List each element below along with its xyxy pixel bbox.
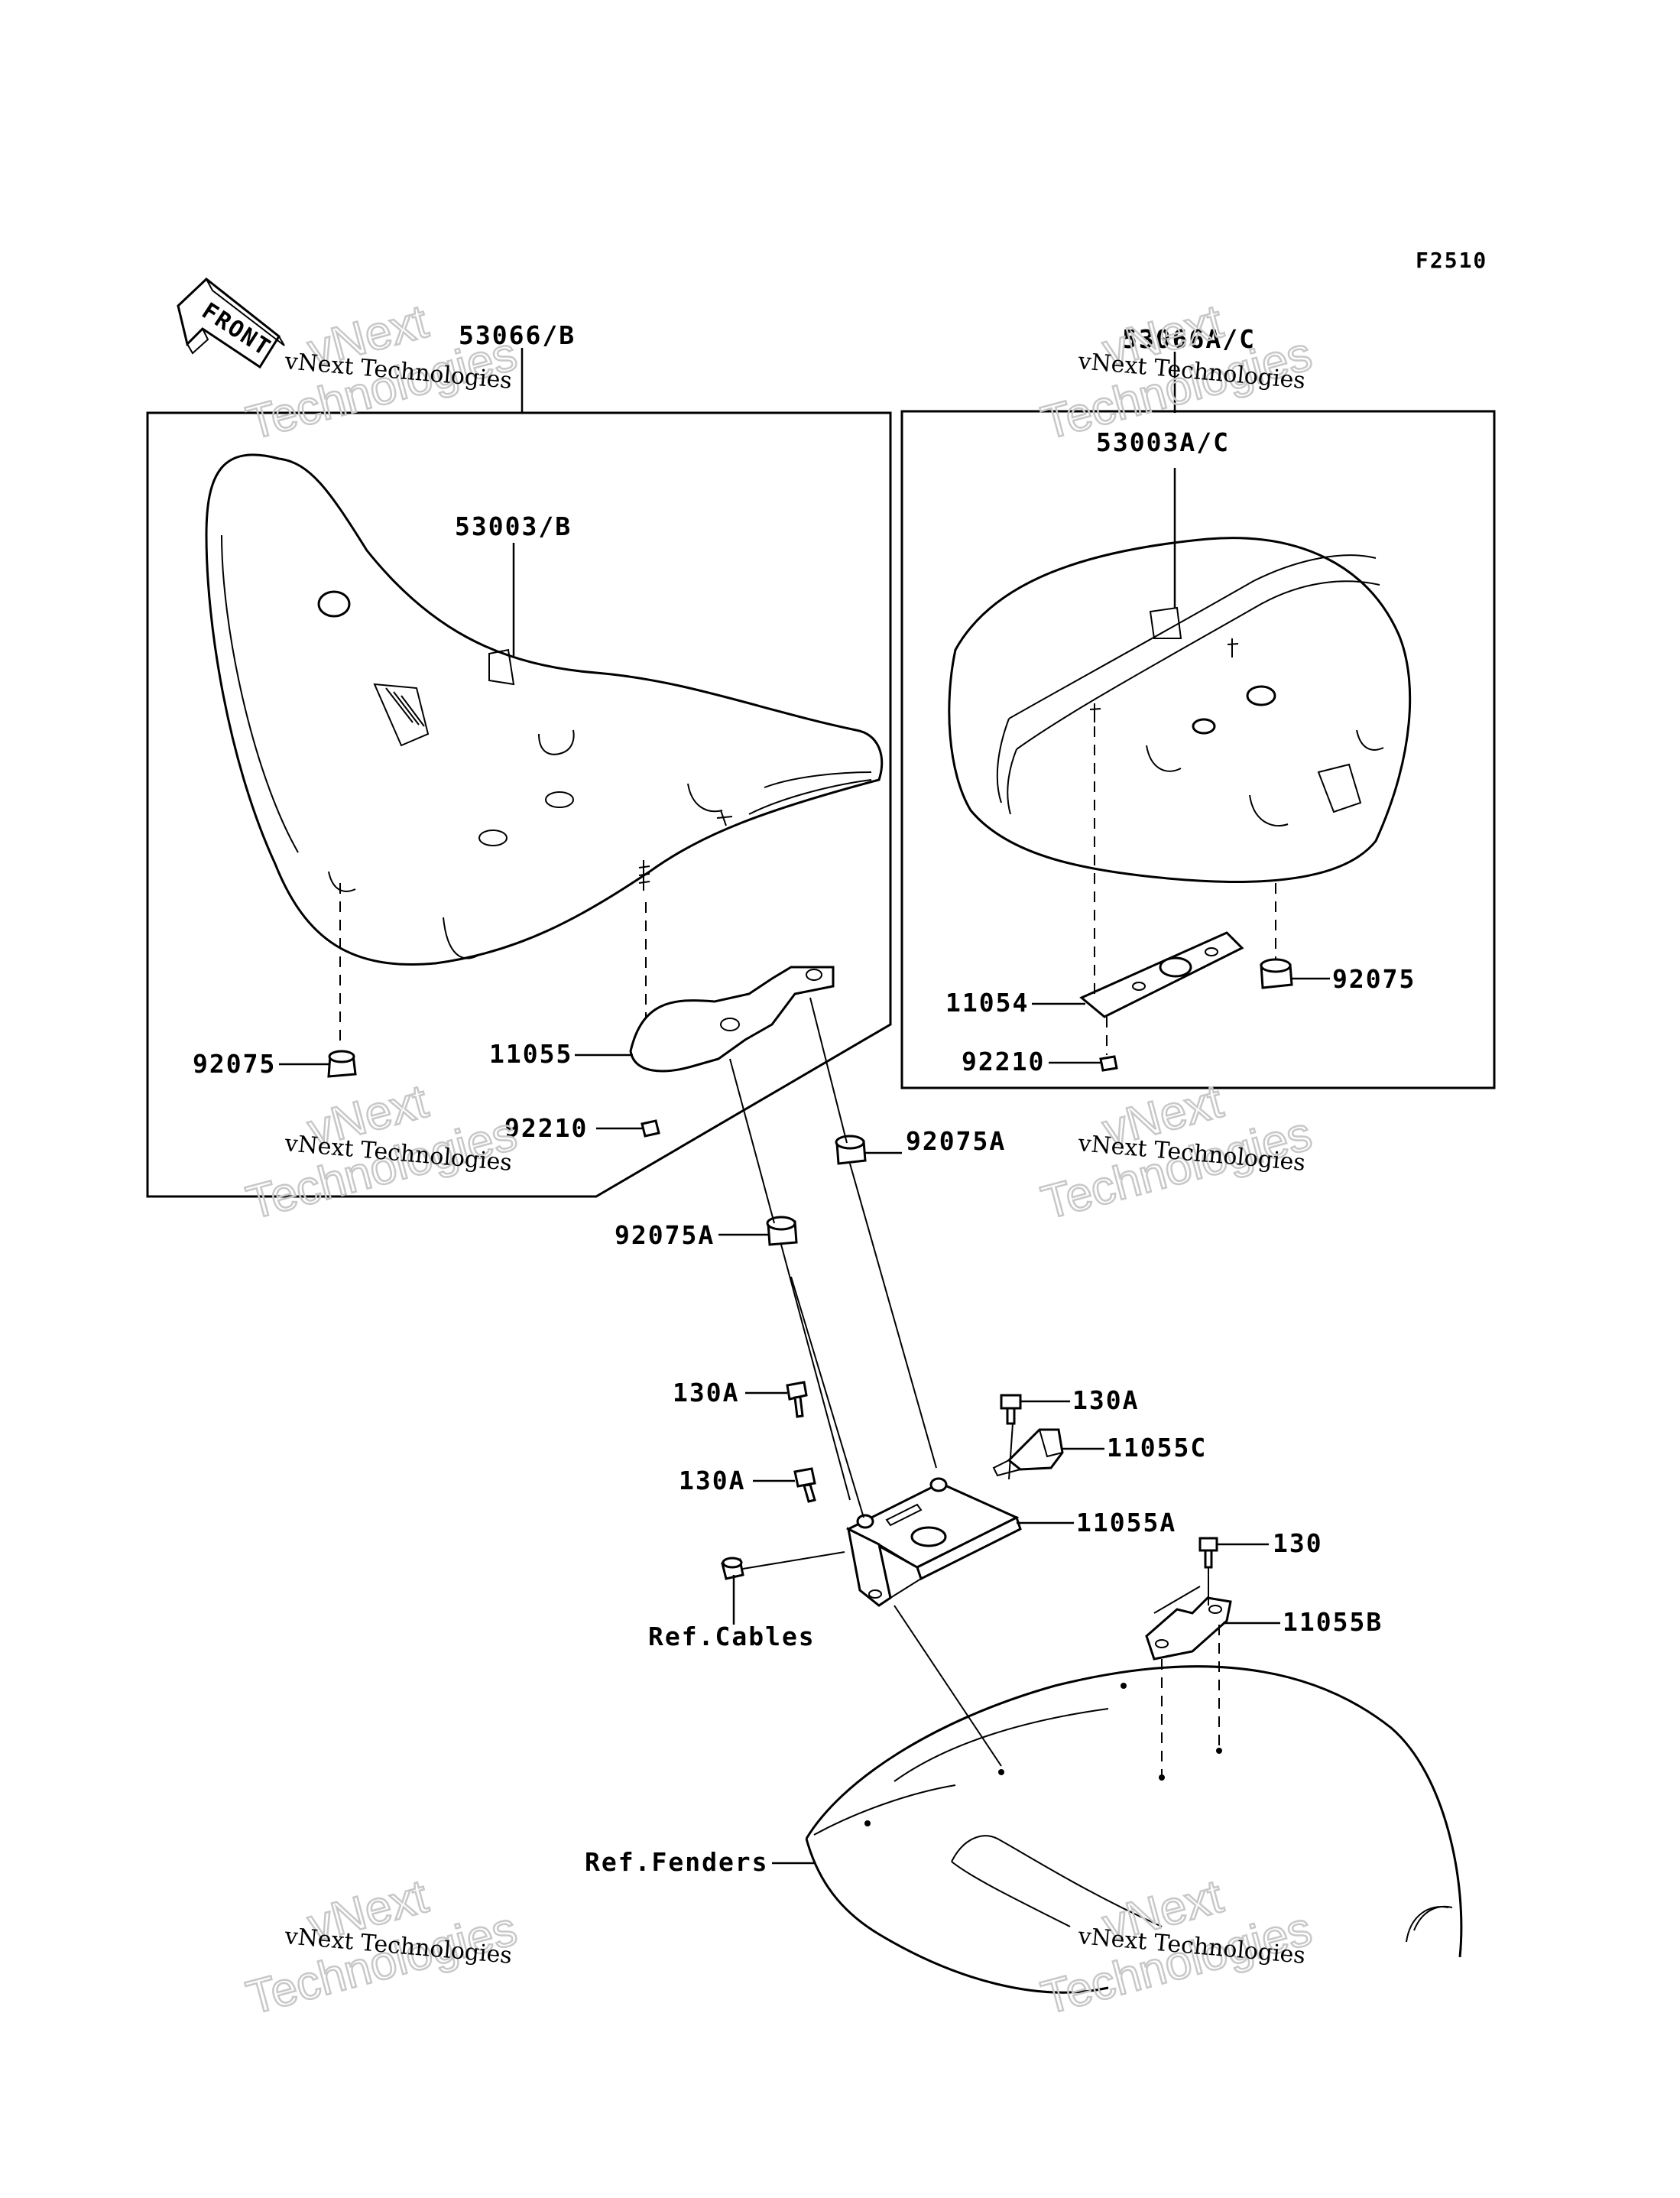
rear-bracket-11054-icon bbox=[1079, 931, 1244, 1018]
label-92210-front: 92210 bbox=[504, 1113, 588, 1143]
cable-bolt-icon bbox=[721, 1557, 744, 1580]
label-ref-cables: Ref.Cables bbox=[648, 1622, 816, 1651]
label-130a-mid: 130A bbox=[679, 1466, 745, 1495]
damper-92075a-right-icon bbox=[835, 1135, 867, 1165]
front-nut-92210-icon bbox=[641, 1119, 660, 1138]
figure-code: F2510 bbox=[1416, 248, 1487, 273]
label-11055c: 11055C bbox=[1107, 1433, 1207, 1463]
watermark-mid-left: vNext Technologies vNext Technologies bbox=[241, 1074, 524, 1231]
label-11055: 11055 bbox=[489, 1039, 572, 1069]
watermark-mid-right: vNext Technologies vNext Technologies bbox=[1036, 1074, 1318, 1231]
label-53003a-c: 53003A/C bbox=[1096, 427, 1230, 457]
watermark-bottom-right: vNext Technologies vNext Technologies bbox=[1036, 1869, 1318, 2026]
fender-icon bbox=[805, 1665, 1463, 1994]
watermark-bottom-left: vNext Technologies vNext Technologies bbox=[241, 1869, 524, 2026]
bracket-11055c-icon bbox=[992, 1428, 1064, 1477]
label-53003-b: 53003/B bbox=[455, 511, 572, 541]
label-11055b: 11055B bbox=[1283, 1607, 1383, 1637]
damper-92075a-left-icon bbox=[766, 1216, 798, 1246]
mounting-bracket-11055a-icon bbox=[845, 1477, 1022, 1607]
bolt-130a-mid-icon bbox=[793, 1467, 816, 1503]
bolt-130-icon bbox=[1198, 1537, 1218, 1569]
front-arrow-icon: FRONT bbox=[177, 278, 285, 369]
bolt-130a-right-icon bbox=[1000, 1394, 1022, 1425]
front-bracket-11055-icon bbox=[629, 966, 835, 1073]
rear-seat-icon bbox=[948, 537, 1412, 883]
rear-nut-92210-icon bbox=[1099, 1055, 1118, 1072]
rear-damper-92075-icon bbox=[1260, 958, 1293, 989]
bolt-130a-left-icon bbox=[786, 1381, 808, 1418]
label-130a-left: 130A bbox=[673, 1378, 739, 1407]
label-53066-b: 53066/B bbox=[459, 320, 576, 350]
label-92075-rear: 92075 bbox=[1332, 964, 1416, 994]
label-92075a-right: 92075A bbox=[906, 1126, 1006, 1156]
label-11055a: 11055A bbox=[1076, 1508, 1176, 1537]
front-seat-icon bbox=[205, 453, 884, 966]
label-130: 130 bbox=[1273, 1528, 1323, 1558]
watermark-top-left: vNext Technologies vNext Technologies bbox=[241, 294, 524, 451]
label-ref-fenders: Ref.Fenders bbox=[585, 1847, 769, 1877]
rear-seat-box bbox=[900, 410, 1496, 1089]
label-92075-front: 92075 bbox=[193, 1049, 276, 1079]
label-92075a-left: 92075A bbox=[615, 1220, 715, 1250]
label-11054: 11054 bbox=[945, 988, 1029, 1018]
label-130a-right: 130A bbox=[1072, 1385, 1139, 1415]
label-92210-rear: 92210 bbox=[962, 1047, 1045, 1076]
bracket-11055b-icon bbox=[1145, 1596, 1232, 1661]
label-53066a-c: 53066A/C bbox=[1122, 324, 1256, 354]
front-damper-92075-icon bbox=[327, 1050, 357, 1078]
